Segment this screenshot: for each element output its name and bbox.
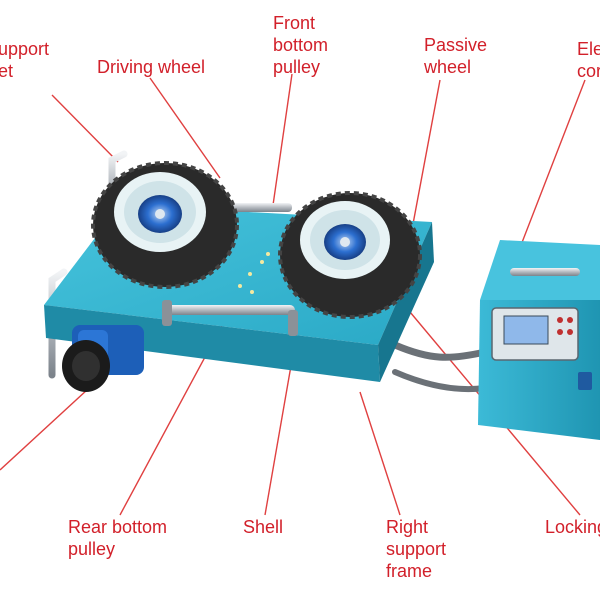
front-pulley-bar — [232, 203, 292, 212]
label-front-bottom-pulley: Front bottom pulley — [273, 13, 329, 77]
rear-pulley-bar — [162, 300, 298, 336]
leader-left-support — [51, 94, 119, 163]
label-locking: Locking — [545, 517, 600, 537]
motor — [62, 325, 144, 392]
label-electric-control: Ele cor — [577, 39, 600, 81]
driving-wheel — [91, 161, 239, 289]
power-cable — [391, 341, 489, 361]
leader-lines — [0, 73, 586, 516]
leader-front-bottom-pulley — [271, 73, 293, 213]
leader-shell — [264, 359, 293, 516]
leader-right-support-frame — [359, 391, 401, 516]
leader-left-motor — [0, 377, 101, 471]
label-passive-wheel: Passive wheel — [424, 35, 488, 77]
power-cable-2 — [392, 369, 488, 393]
leader-electric-control — [515, 79, 586, 259]
label-left-support: upport et — [0, 39, 50, 81]
label-shell: Shell — [243, 517, 284, 537]
passive-wheel — [278, 191, 422, 319]
leader-passive-wheel — [409, 79, 441, 241]
label-right-support-frame: Right support frame — [386, 517, 447, 581]
label-driving-wheel: Driving wheel — [97, 57, 206, 77]
electric-control-box — [478, 240, 600, 440]
label-rear-bottom-pulley: Rear bottom pulley — [68, 517, 168, 559]
leader-driving-wheel — [149, 77, 221, 179]
right-support-frame — [352, 211, 429, 436]
